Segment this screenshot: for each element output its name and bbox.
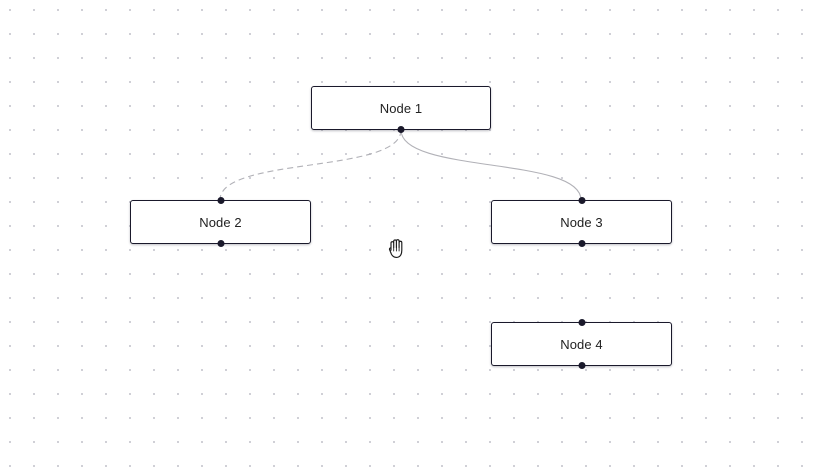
- handle-top-node-3[interactable]: [578, 197, 585, 204]
- handle-bottom-node-1[interactable]: [397, 126, 405, 133]
- flow-node-node-2[interactable]: Node 2: [130, 197, 311, 247]
- handle-top-node-2[interactable]: [217, 197, 224, 204]
- node-label-node-4: Node 4: [560, 336, 603, 352]
- handle-bottom-node-2[interactable]: [217, 240, 224, 247]
- handle-top-node-4[interactable]: [578, 319, 585, 326]
- node-label-node-2: Node 2: [199, 214, 242, 230]
- node-label-node-3: Node 3: [560, 214, 603, 230]
- node-label-node-1: Node 1: [379, 100, 423, 116]
- flow-node-node-3[interactable]: Node 3: [491, 197, 672, 247]
- flow-node-node-1[interactable]: Node 1: [311, 86, 491, 133]
- handle-bottom-node-3[interactable]: [578, 240, 585, 247]
- flow-node-node-4[interactable]: Node 4: [491, 319, 672, 369]
- handle-bottom-node-4[interactable]: [578, 362, 585, 369]
